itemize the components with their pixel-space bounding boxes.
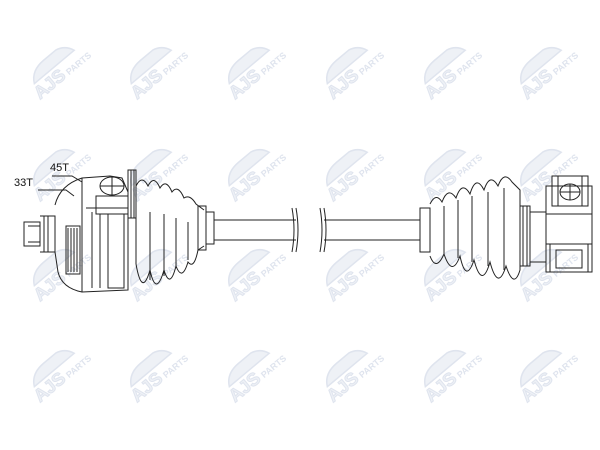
shaft [214,207,420,253]
outer-cv-joint [23,169,137,293]
spline-label-33t: 33T [14,177,33,189]
inner-cv-joint [530,175,593,273]
spline-label-45t: 45T [50,162,69,174]
inner-boot [419,176,531,280]
outer-boot [135,179,215,285]
